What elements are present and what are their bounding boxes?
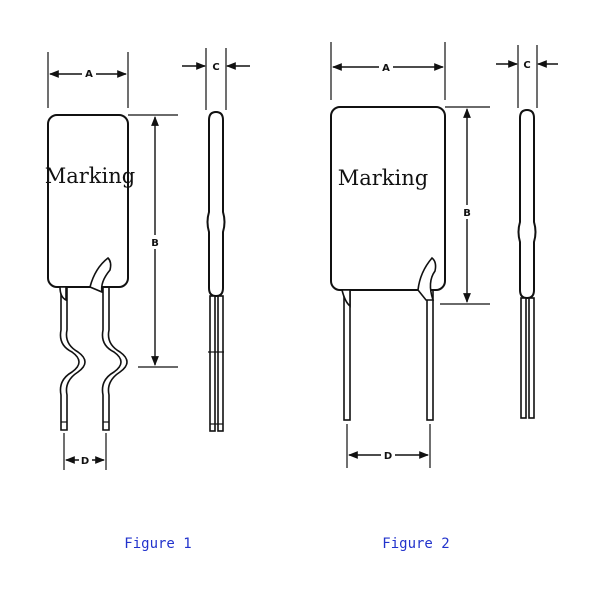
figure-2-dim-b: B — [440, 106, 490, 305]
figure-2-dim-c-label: C — [523, 60, 530, 71]
figure-1-caption: Figure 1 — [124, 536, 191, 552]
figure-1-dim-c: C — [182, 48, 250, 110]
figure-2-dim-b-label: B — [463, 208, 471, 219]
figure-1-body — [47, 114, 129, 288]
figure-1-dim-d-label: D — [81, 456, 89, 467]
figure-1-side-view — [206, 110, 226, 432]
figure-2-dim-c: C — [496, 45, 558, 108]
figure-1-dim-d: D — [63, 433, 107, 470]
figure-1-leads — [59, 284, 128, 431]
figure-2-body — [330, 106, 446, 291]
figure-1-marking: Marking — [45, 164, 135, 188]
figure-1-dim-a: A — [47, 52, 129, 108]
figure-1-dim-b-label: B — [151, 238, 159, 249]
figure-1: Marking A B D — [45, 48, 250, 552]
figure-2-dim-a: A — [330, 42, 446, 100]
figure-2-caption: Figure 2 — [382, 536, 449, 552]
figure-1-lead-bend — [89, 256, 112, 294]
figure-2-dim-a-label: A — [382, 63, 390, 74]
figure-2-side-view — [517, 108, 537, 419]
figure-2-dim-d-label: D — [384, 451, 392, 462]
figure-1-dim-c-label: C — [212, 62, 219, 73]
figure-2-lead-left — [343, 289, 351, 421]
figure-2-lead-right — [426, 289, 434, 421]
figure-2-dim-d: D — [346, 424, 431, 468]
figure-2: Marking A B D — [330, 42, 558, 552]
figure-1-dim-b: B — [128, 114, 178, 368]
figure-2-marking: Marking — [338, 166, 428, 190]
figure-1-dim-a-label: A — [85, 69, 93, 80]
figure-2-lead-bend — [417, 256, 437, 301]
